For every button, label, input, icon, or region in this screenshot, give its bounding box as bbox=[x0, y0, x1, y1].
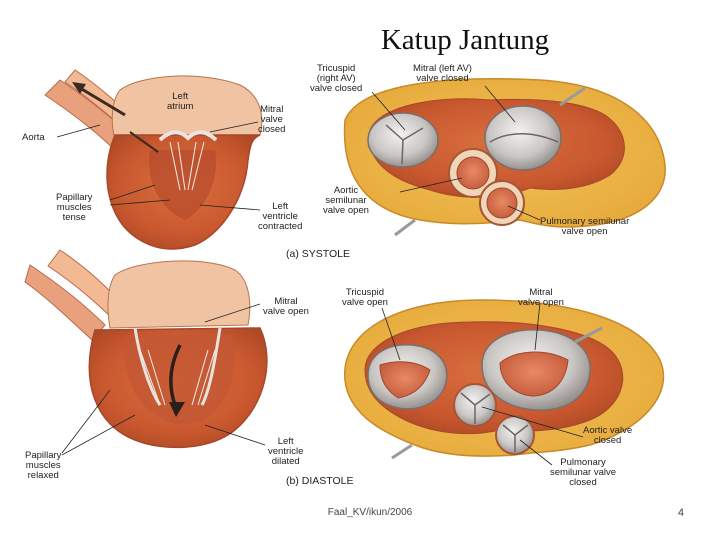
label-mitral-left-av-valve-closed: Mitral (left AV) valve closed bbox=[413, 63, 472, 84]
label-mitral-valve-closed: Mitral valve closed bbox=[258, 104, 286, 135]
systole-longitudinal-heart bbox=[44, 69, 263, 250]
diastole-longitudinal-heart bbox=[24, 249, 268, 449]
systole-cross-section bbox=[343, 78, 666, 237]
slide-title: Katup Jantung bbox=[380, 24, 550, 56]
label-aortic-valve-closed: Aortic valve closed bbox=[583, 425, 633, 446]
label-left-atrium: Left atrium bbox=[167, 91, 194, 112]
label-tricuspid-valve-open: Tricuspid valve open bbox=[342, 287, 388, 308]
page-number: 4 bbox=[677, 507, 684, 519]
label-left-ventricle-dilated: Left ventricle dilated bbox=[268, 436, 304, 467]
label-pulmonary-semilunar-valve-closed: Pulmonary semilunar valve closed bbox=[550, 457, 616, 488]
slide-footer: Faal_KV/ikun/2006 bbox=[327, 507, 413, 518]
heart-valves-illustration bbox=[24, 69, 666, 466]
label-left-ventricle-contracted: Left ventricle contracted bbox=[258, 201, 303, 232]
label-aorta: Aorta bbox=[22, 132, 45, 143]
leader-lines bbox=[56, 85, 584, 466]
label-papillary-muscles-tense: Papillary muscles tense bbox=[56, 192, 93, 223]
label-mitral-valve-open-cross: Mitral valve open bbox=[518, 287, 564, 308]
label-mitral-valve-open: Mitral valve open bbox=[263, 296, 309, 317]
caption-diastole: (b) DIASTOLE bbox=[286, 475, 354, 487]
diastole-cross-section bbox=[344, 299, 665, 460]
label-papillary-muscles-relaxed: Papillary muscles relaxed bbox=[25, 450, 62, 481]
label-pulmonary-semilunar-valve-open: Pulmonary semilunar valve open bbox=[540, 216, 630, 237]
heart-valves-figure: Left atrium Aorta Mitral valve closed Pa… bbox=[20, 60, 680, 492]
caption-systole: (a) SYSTOLE bbox=[286, 248, 350, 260]
label-aortic-semilunar-valve-open: Aortic semilunar valve open bbox=[323, 185, 369, 216]
label-tricuspid-valve-closed: Tricuspid (right AV) valve closed bbox=[310, 63, 363, 94]
